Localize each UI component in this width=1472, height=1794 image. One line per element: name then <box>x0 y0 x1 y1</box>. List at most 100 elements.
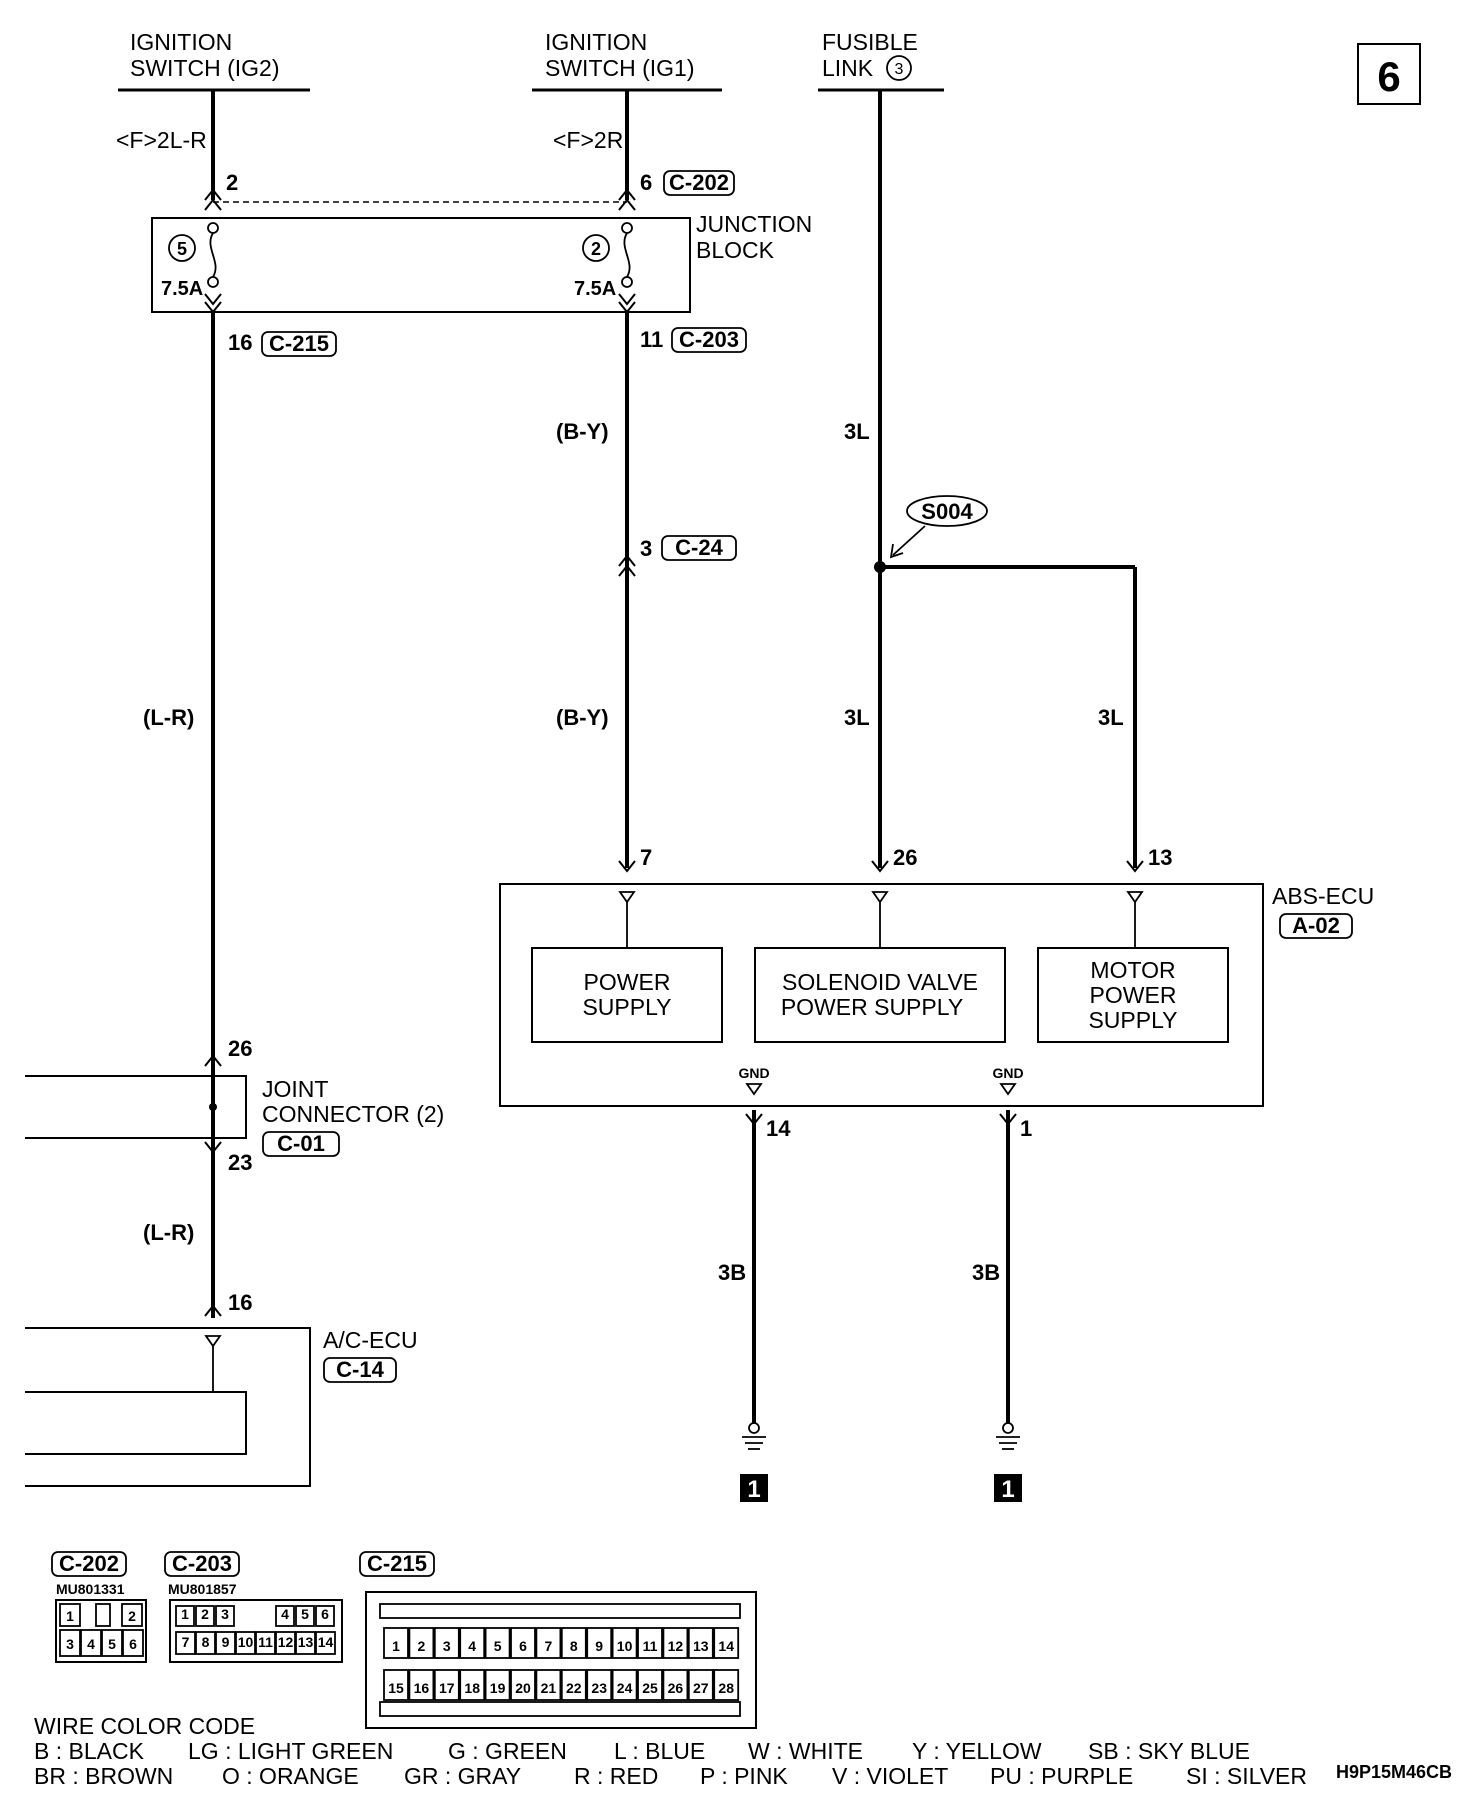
c202-pin: 3 <box>66 1636 74 1652</box>
c215-pin: 9 <box>595 1638 603 1654</box>
source-fusible-link: FUSIBLE LINK 3 <box>818 29 944 92</box>
c215-pin: 22 <box>566 1680 582 1696</box>
wire-label-by-2: (B-Y) <box>556 705 609 730</box>
ig2-label-line1: IGNITION <box>130 29 232 55</box>
c203-pin: 13 <box>298 1634 314 1650</box>
c202-pin: 6 <box>129 1636 137 1652</box>
solenoid-valve-power-supply-block <box>754 947 1006 1043</box>
joint-connector-label: C-01 <box>277 1131 325 1156</box>
c215-pin: 21 <box>541 1680 557 1696</box>
legend-entry: GR : GRAY <box>404 1763 521 1789</box>
solenoid-supply-line2: POWER SUPPLY <box>781 994 963 1020</box>
c215-pin: 1 <box>392 1638 400 1654</box>
legend-title: WIRE COLOR CODE <box>34 1713 255 1739</box>
gnd-label-1: GND <box>738 1065 769 1081</box>
legend-entry: SB : SKY BLUE <box>1088 1738 1250 1764</box>
ig2-wire-code: <F>2L-R <box>116 127 207 153</box>
c215-pin: 18 <box>464 1680 480 1696</box>
c203-pin: 9 <box>222 1634 230 1650</box>
c215-pin: 26 <box>668 1680 684 1696</box>
c215-pin: 6 <box>519 1638 527 1654</box>
motor-supply-line3: SUPPLY <box>1088 1007 1177 1033</box>
joint-connector: 26 JOINT CONNECTOR (2) C-01 23 <box>25 1036 444 1175</box>
abs-pin-power: 7 <box>640 845 652 870</box>
ac-ecu: 16 A/C-ECU C-14 <box>25 1290 418 1487</box>
wire-label-lr-1: (L-R) <box>143 705 194 730</box>
c202-view-label: C-202 <box>59 1551 119 1576</box>
junction-block: JUNCTION BLOCK 5 7.5A 2 7.5A <box>151 211 812 313</box>
joint-label-line2: CONNECTOR (2) <box>262 1101 444 1127</box>
joint-pin-out: 23 <box>228 1150 252 1175</box>
legend-entry: O : ORANGE <box>222 1763 359 1789</box>
joint-pin-in: 26 <box>228 1036 252 1061</box>
wire-label-3b-2: 3B <box>972 1260 1000 1285</box>
c215-pin: 4 <box>468 1638 476 1654</box>
c203-pin: 14 <box>318 1634 334 1650</box>
legend-entry: LG : LIGHT GREEN <box>188 1738 393 1764</box>
c215-pin: 8 <box>570 1638 578 1654</box>
c203-pin: 1 <box>181 1606 189 1622</box>
legend-entry: W : WHITE <box>748 1738 863 1764</box>
c215-pin: 13 <box>693 1638 709 1654</box>
c215-pin: 7 <box>545 1638 553 1654</box>
jb-left-pin-out: 16 <box>228 330 252 355</box>
c215-pin: 15 <box>388 1680 404 1696</box>
ground-icon: 1 <box>994 1422 1022 1503</box>
diagram-code: H9P15M46CB <box>1336 1762 1452 1782</box>
motor-supply-line2: POWER <box>1090 982 1177 1008</box>
jb-right-connector-out: C-203 <box>679 327 739 352</box>
fuse-5-icon: 5 7.5A <box>161 222 219 300</box>
abs-pin-solenoid: 26 <box>893 845 917 870</box>
fuse-left-number: 5 <box>177 239 187 259</box>
legend-entry: SI : SILVER <box>1186 1763 1307 1789</box>
c203-view-label: C-203 <box>172 1551 232 1576</box>
abs-ecu: ABS-ECU A-02 POWER SUPPLY SOLENOID VALVE… <box>499 883 1374 1107</box>
c203-part: MU801857 <box>168 1581 237 1597</box>
ground-icon: 1 <box>740 1422 768 1503</box>
jb-right-pin-out: 11 <box>640 327 663 352</box>
fusible-link-number: 3 <box>895 61 904 78</box>
fuse-right-rating: 7.5A <box>574 278 616 300</box>
ground-ref-2: 1 <box>1001 1476 1014 1503</box>
legend-entry: B : BLACK <box>34 1738 145 1764</box>
c215-view-label: C-215 <box>367 1551 427 1576</box>
page-number-box <box>1357 43 1421 105</box>
legend-entry: V : VIOLET <box>832 1763 948 1789</box>
fusible-label-line1: FUSIBLE <box>822 29 918 55</box>
solenoid-supply-line1: SOLENOID VALVE <box>782 969 978 995</box>
c203-pin: 6 <box>321 1606 329 1622</box>
c215-pin: 20 <box>515 1680 531 1696</box>
source-ignition-switch-ig1: IGNITION SWITCH (IG1) <F>2R <box>532 29 722 153</box>
fuse-right-number: 2 <box>591 239 601 259</box>
c202-pin: 1 <box>66 1608 74 1624</box>
legend-entry: G : GREEN <box>448 1738 567 1764</box>
c203-pin: 2 <box>201 1606 209 1622</box>
wire-label-3l-1: 3L <box>844 419 870 444</box>
jb-right-pin-in: 6 <box>640 170 652 195</box>
wire-label-by-1: (B-Y) <box>556 419 609 444</box>
legend-entry: R : RED <box>574 1763 658 1789</box>
fusible-label-line2: LINK <box>822 55 874 81</box>
jb-left-pin-in: 2 <box>226 170 238 195</box>
legend-entry: BR : BROWN <box>34 1763 173 1789</box>
c203-pin: 4 <box>281 1606 289 1622</box>
connector-view-c202: C-202 MU801331 1 2 3 4 5 6 <box>51 1551 147 1663</box>
abs-ecu-name: ABS-ECU <box>1272 883 1374 909</box>
motor-power-supply-block <box>1037 947 1229 1043</box>
ig2-label-line2: SWITCH (IG2) <box>130 55 280 81</box>
c203-pin: 8 <box>202 1634 210 1650</box>
ig1-label-line1: IGNITION <box>545 29 647 55</box>
c215-pin: 27 <box>693 1680 709 1696</box>
c203-pin: 5 <box>301 1606 309 1622</box>
c203-pin: 11 <box>258 1634 273 1650</box>
c203-pin: 7 <box>182 1634 190 1650</box>
jb-left-connector-out: C-215 <box>269 331 329 356</box>
legend-entry: PU : PURPLE <box>990 1763 1133 1789</box>
c215-pin: 5 <box>494 1638 502 1654</box>
gnd-label-2: GND <box>992 1065 1023 1081</box>
c215-pin: 24 <box>617 1680 633 1696</box>
